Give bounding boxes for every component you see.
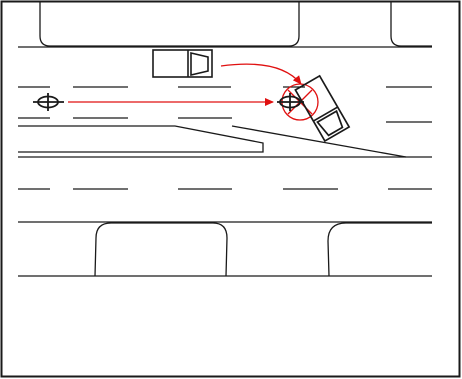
bicycle-impact-icon: [277, 93, 304, 111]
median-island: [18, 125, 432, 158]
bicycle-start-icon: [33, 93, 64, 111]
upper-sidewalk: [39, 2, 432, 47]
car-trajectory-arrow: [220, 63, 302, 85]
car-2-icon: [294, 74, 351, 143]
lower-sidewalk: [18, 222, 432, 277]
lane-dashes-row-2: [18, 117, 432, 123]
car-1-icon: [152, 49, 213, 78]
